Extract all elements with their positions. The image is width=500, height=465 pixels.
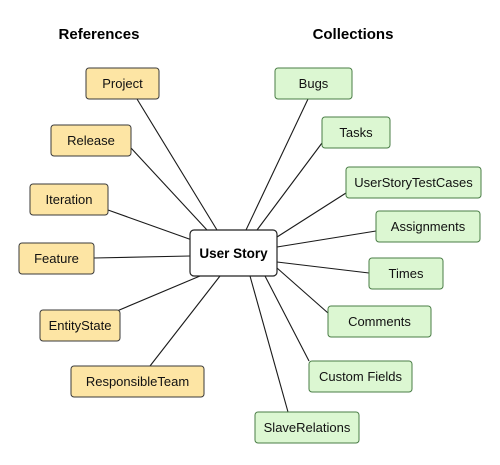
responsible-team-connector bbox=[149, 275, 221, 367]
times-label: Times bbox=[389, 266, 424, 281]
comments-node: Comments bbox=[327, 305, 432, 338]
responsible-team-node: ResponsibleTeam bbox=[70, 365, 205, 398]
user-story-label: User Story bbox=[199, 246, 268, 261]
feature-node: Feature bbox=[18, 242, 95, 275]
iteration-label: Iteration bbox=[46, 192, 93, 207]
project-connector bbox=[136, 98, 218, 231]
assignments-node: Assignments bbox=[375, 210, 481, 243]
project-box bbox=[85, 67, 160, 100]
iteration-node: Iteration bbox=[29, 183, 109, 216]
assignments-box bbox=[375, 210, 481, 243]
tasks-connector bbox=[256, 142, 323, 231]
comments-box bbox=[327, 305, 432, 338]
entity-state-box bbox=[39, 309, 121, 342]
user-story-node: User Story bbox=[189, 229, 278, 277]
times-box bbox=[368, 257, 444, 290]
iteration-box bbox=[29, 183, 109, 216]
feature-label: Feature bbox=[34, 251, 79, 266]
slave-relations-connector bbox=[249, 275, 289, 413]
custom-fields-label: Custom Fields bbox=[319, 369, 403, 384]
project-node: Project bbox=[85, 67, 160, 100]
collections-group: BugsTasksUserStoryTestCasesAssignmentsTi… bbox=[254, 67, 482, 444]
comments-connector bbox=[276, 267, 329, 314]
slave-relations-node: SlaveRelations bbox=[254, 411, 360, 444]
entity-state-label: EntityState bbox=[49, 318, 112, 333]
slave-relations-label: SlaveRelations bbox=[264, 420, 351, 435]
bugs-node: Bugs bbox=[274, 67, 353, 100]
tasks-box bbox=[321, 116, 391, 149]
release-label: Release bbox=[67, 133, 115, 148]
bugs-box bbox=[274, 67, 353, 100]
times-node: Times bbox=[368, 257, 444, 290]
assignments-connector bbox=[276, 230, 377, 248]
custom-fields-box bbox=[308, 360, 413, 393]
references-heading: References bbox=[59, 26, 140, 43]
tasks-node: Tasks bbox=[321, 116, 391, 149]
release-node: Release bbox=[50, 124, 132, 157]
references-group: ProjectReleaseIterationFeatureEntityStat… bbox=[18, 67, 205, 398]
user-story-test-cases-node: UserStoryTestCases bbox=[345, 166, 482, 199]
feature-box bbox=[18, 242, 95, 275]
bugs-label: Bugs bbox=[299, 76, 329, 91]
user-story-test-cases-label: UserStoryTestCases bbox=[354, 175, 473, 190]
feature-connector bbox=[93, 255, 191, 259]
bugs-connector bbox=[245, 98, 309, 231]
entity-state-connector bbox=[116, 275, 201, 312]
custom-fields-connector bbox=[264, 275, 310, 362]
assignments-label: Assignments bbox=[391, 219, 466, 234]
user-story-test-cases-connector bbox=[276, 192, 347, 238]
collections-heading: Collections bbox=[313, 26, 394, 43]
responsible-team-label: ResponsibleTeam bbox=[86, 374, 189, 389]
release-box bbox=[50, 124, 132, 157]
connector-lines bbox=[93, 98, 377, 413]
user-story-box bbox=[189, 229, 278, 277]
entity-state-node: EntityState bbox=[39, 309, 121, 342]
tasks-label: Tasks bbox=[339, 125, 373, 140]
responsible-team-box bbox=[70, 365, 205, 398]
iteration-connector bbox=[107, 209, 193, 241]
times-connector bbox=[276, 261, 370, 274]
user-story-test-cases-box bbox=[345, 166, 482, 199]
custom-fields-node: Custom Fields bbox=[308, 360, 413, 393]
project-label: Project bbox=[102, 76, 143, 91]
release-connector bbox=[130, 147, 208, 231]
comments-label: Comments bbox=[348, 314, 411, 329]
slave-relations-box bbox=[254, 411, 360, 444]
